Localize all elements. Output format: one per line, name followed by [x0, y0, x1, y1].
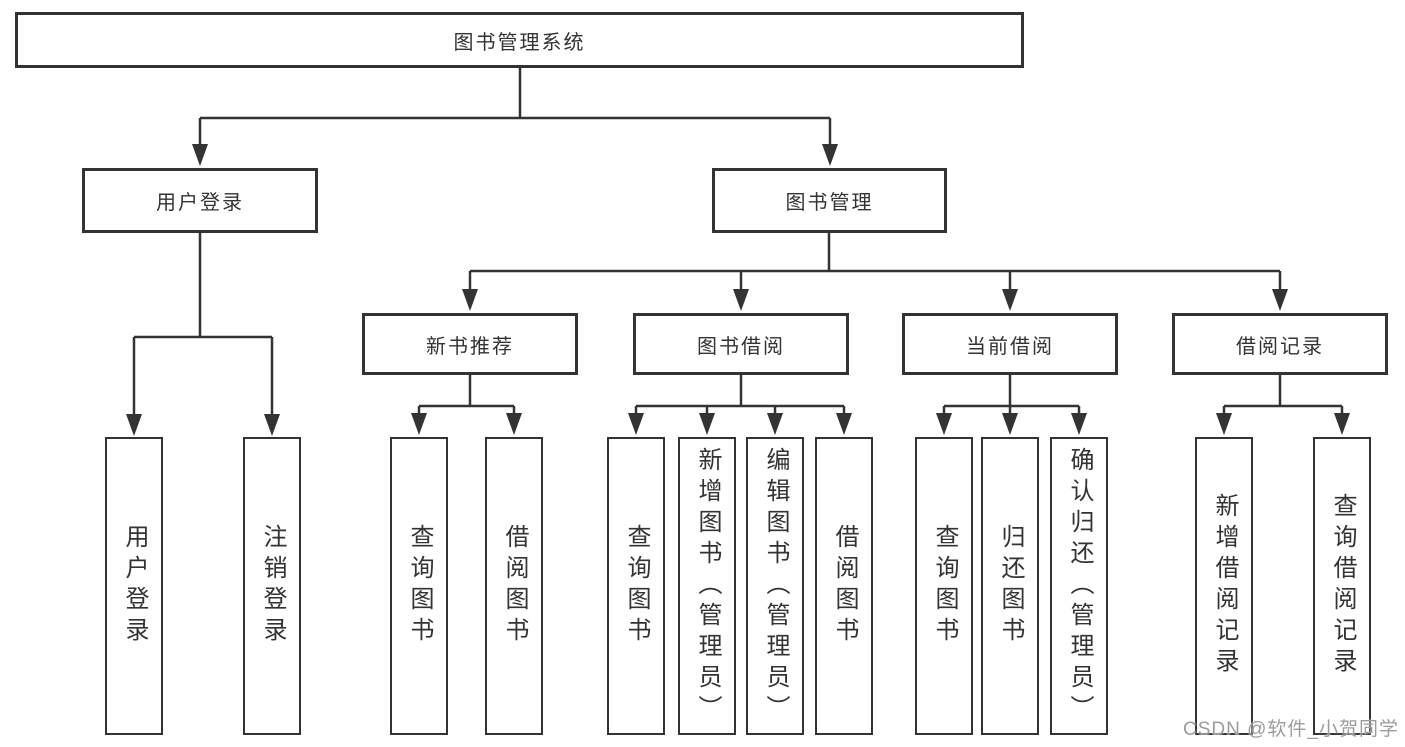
arrow-down-icon [767, 413, 783, 435]
arrow-down-icon [1002, 289, 1018, 311]
node-label: 新增借阅记录 [1211, 493, 1238, 679]
node-label: 查询图书 [931, 524, 958, 648]
arrow-down-icon [822, 144, 838, 166]
arrow-down-icon [411, 413, 427, 435]
node-label: 查询图书 [406, 524, 433, 648]
node-new-book-recommend: 新书推荐 [362, 313, 578, 375]
arrow-down-icon [264, 414, 280, 436]
node-book-management: 图书管理 [712, 168, 947, 233]
arrow-down-icon [1071, 413, 1087, 435]
node-label: 新书推荐 [426, 335, 514, 358]
arrow-down-icon [462, 289, 478, 311]
node-borrowing-records: 借阅记录 [1172, 313, 1388, 375]
leaf-edit-books-admin: 编辑图书（管理员） [746, 437, 804, 735]
arrow-down-icon [1002, 413, 1018, 435]
node-label: 图书管理 [785, 192, 874, 214]
leaf-query-books-current: 查询图书 [915, 437, 973, 735]
node-label: 查询图书 [623, 524, 650, 648]
node-label: 图书管理系统 [453, 31, 586, 54]
node-label: 归还图书 [997, 524, 1024, 648]
leaf-return-books: 归还图书 [981, 437, 1039, 735]
node-label: 当前借阅 [966, 335, 1054, 358]
arrow-down-icon [1272, 289, 1288, 311]
node-book-borrowing: 图书借阅 [633, 313, 849, 375]
arrowheads-group [126, 144, 1350, 436]
node-library-management-system: 图书管理系统 [15, 12, 1024, 68]
leaf-query-borrow-record: 查询借阅记录 [1313, 437, 1371, 735]
node-label: 图书借阅 [697, 335, 785, 358]
arrow-down-icon [628, 413, 644, 435]
arrow-down-icon [506, 413, 522, 435]
node-label: 借阅图书 [831, 524, 858, 648]
node-label: 用户登录 [121, 524, 148, 648]
arrow-down-icon [1216, 413, 1232, 435]
leaf-add-borrow-record: 新增借阅记录 [1195, 437, 1253, 735]
arrow-down-icon [936, 413, 952, 435]
node-user-login: 用户登录 [82, 168, 318, 233]
node-label: 编辑图书（管理员） [762, 446, 789, 726]
arrow-down-icon [1334, 413, 1350, 435]
arrow-down-icon [836, 413, 852, 435]
leaf-borrow-books: 借阅图书 [815, 437, 873, 735]
arrow-down-icon [733, 289, 749, 311]
leaf-user-login: 用户登录 [105, 437, 163, 735]
arrow-down-icon [192, 144, 208, 166]
node-label: 新增图书（管理员） [694, 446, 721, 726]
arrow-down-icon [126, 414, 142, 436]
leaf-query-books-borrowing: 查询图书 [607, 437, 665, 735]
leaf-borrow-books-recommend: 借阅图书 [485, 437, 543, 735]
node-label: 借阅图书 [501, 524, 528, 648]
node-label: 注销登录 [259, 524, 286, 648]
node-label: 用户登录 [156, 192, 244, 214]
node-label: 确认归还（管理员） [1066, 446, 1093, 726]
node-label: 查询借阅记录 [1329, 493, 1356, 679]
node-label: 借阅记录 [1236, 335, 1324, 358]
leaf-logout: 注销登录 [243, 437, 301, 735]
csdn-watermark: CSDN @软件_小贺同学 [1183, 719, 1399, 740]
leaf-query-books-recommend: 查询图书 [390, 437, 448, 735]
leaf-confirm-return-admin: 确认归还（管理员） [1050, 437, 1108, 735]
leaf-add-books-admin: 新增图书（管理员） [678, 437, 736, 735]
node-current-borrowing: 当前借阅 [902, 313, 1118, 375]
arrow-down-icon [699, 413, 715, 435]
